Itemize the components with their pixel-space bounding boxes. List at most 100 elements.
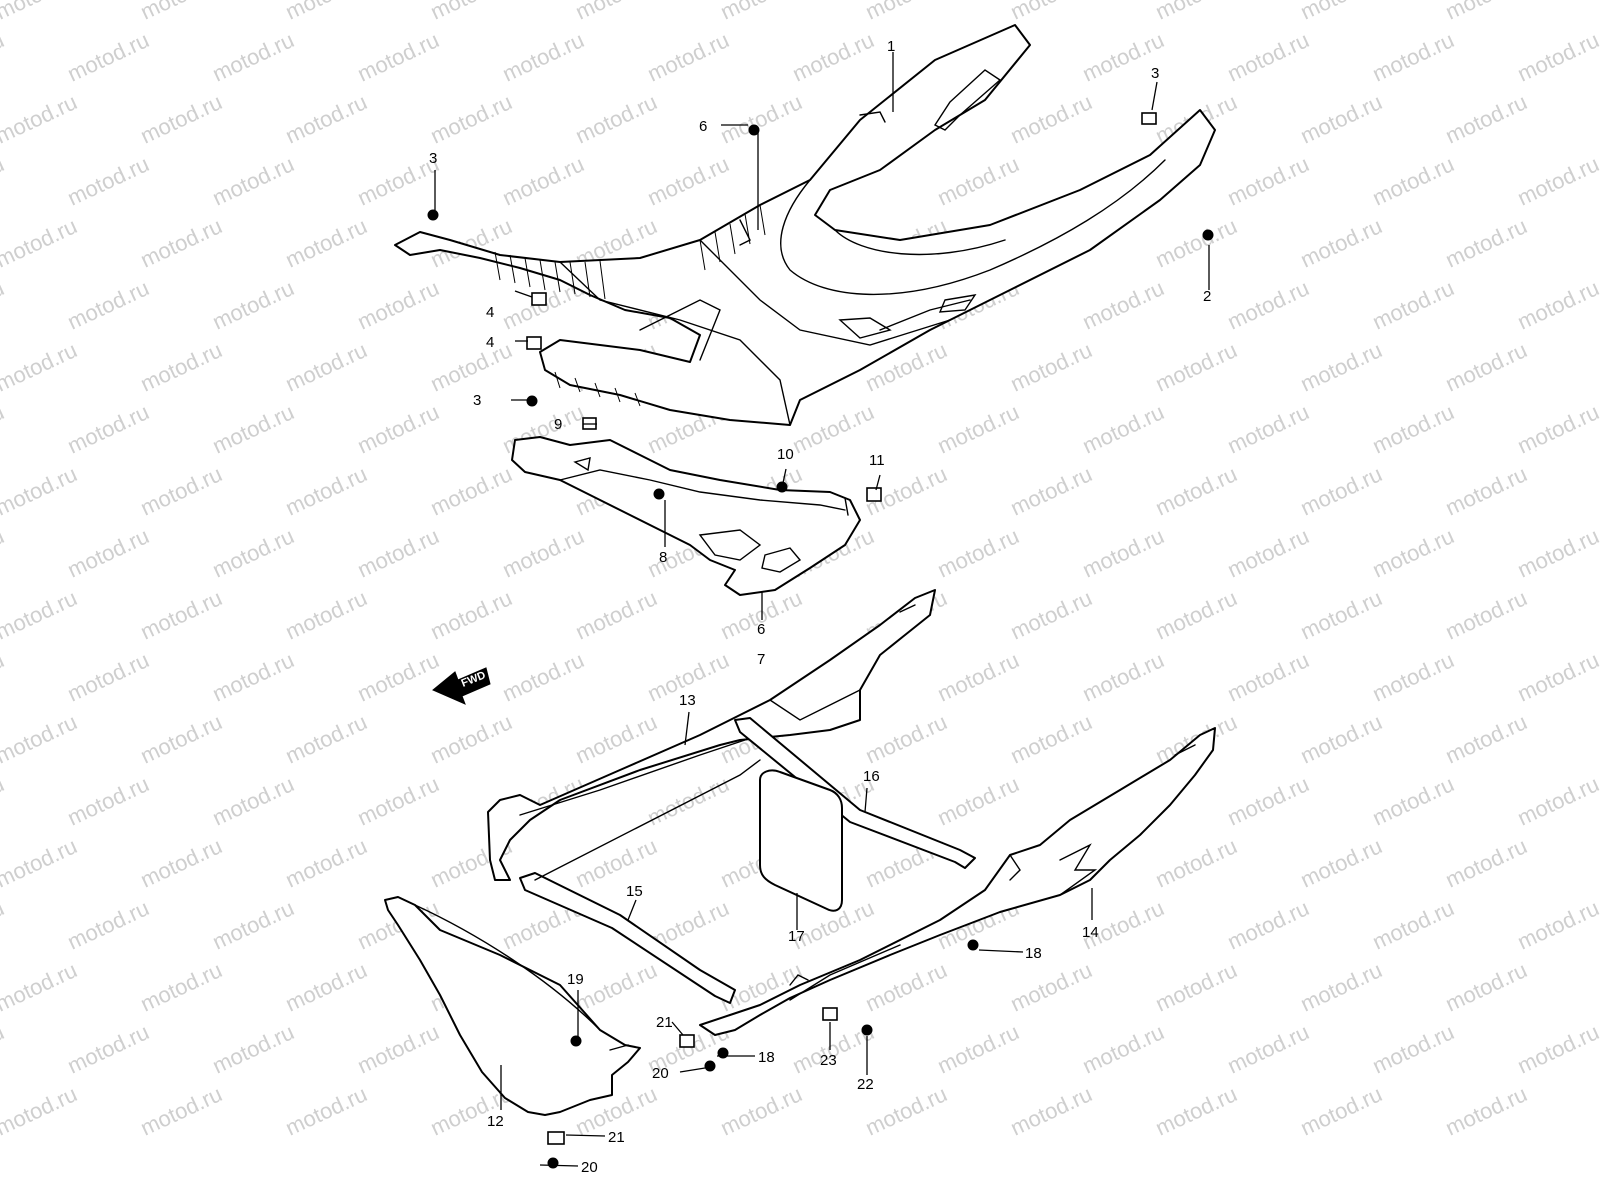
watermark-text: motod.ru	[1369, 771, 1458, 830]
callout-part-3: 3	[429, 150, 437, 167]
watermark-text: motod.ru	[1224, 27, 1313, 86]
watermark-text: motod.ru	[1442, 337, 1531, 396]
callout-part-21: 21	[608, 1129, 625, 1146]
callout-part-8: 8	[659, 549, 667, 566]
watermark-text: motod.ru	[1514, 895, 1600, 954]
watermark-text: motod.ru	[0, 461, 81, 520]
watermark-text: motod.ru	[209, 895, 298, 954]
watermark-text: motod.ru	[1152, 337, 1241, 396]
forward-arrow: FWD	[432, 667, 491, 705]
callout-part-2: 2	[1203, 288, 1211, 305]
watermark-text: motod.ru	[0, 647, 8, 706]
watermark-text: motod.ru	[572, 833, 661, 892]
watermark-text: motod.ru	[427, 0, 516, 25]
watermark-text: motod.ru	[0, 771, 8, 830]
watermark-text: motod.ru	[0, 337, 81, 396]
watermark-text: motod.ru	[1369, 1019, 1458, 1078]
watermark-text: motod.ru	[1224, 771, 1313, 830]
watermark-text: motod.ru	[862, 957, 951, 1016]
watermark-text: motod.ru	[1514, 27, 1600, 86]
watermark-text: motod.ru	[1297, 89, 1386, 148]
watermark-text: motod.ru	[0, 213, 81, 272]
screw-icon	[547, 1157, 559, 1169]
watermark-text: motod.ru	[789, 27, 878, 86]
watermark-text: motod.ru	[1152, 461, 1241, 520]
watermark-text: motod.ru	[64, 275, 153, 334]
watermark-text: motod.ru	[862, 1081, 951, 1140]
watermark-text: motod.ru	[1007, 1081, 1096, 1140]
screw-icon	[526, 395, 538, 407]
watermark-text: motod.ru	[137, 213, 226, 272]
watermark-text: motod.ru	[1079, 275, 1168, 334]
watermark-text: motod.ru	[644, 151, 733, 210]
watermark-text: motod.ru	[1152, 957, 1241, 1016]
pad-part-17	[759, 769, 843, 912]
watermark-text: motod.ru	[1079, 399, 1168, 458]
callout-part-10: 10	[777, 446, 794, 463]
screw-icon	[1202, 229, 1214, 241]
watermark-text: motod.ru	[1079, 1019, 1168, 1078]
watermark-text: motod.ru	[64, 647, 153, 706]
watermark-text: motod.ru	[1297, 833, 1386, 892]
watermark-text: motod.ru	[354, 771, 443, 830]
watermark-text: motod.ru	[282, 1081, 371, 1140]
watermark-text: motod.ru	[644, 27, 733, 86]
watermark-text: motod.ru	[1442, 1081, 1531, 1140]
watermark-text: motod.ru	[0, 1019, 8, 1078]
watermark-text: motod.ru	[209, 523, 298, 582]
callout-part-22: 22	[857, 1076, 874, 1093]
watermark-text: motod.ru	[209, 771, 298, 830]
watermark-text: motod.ru	[1297, 461, 1386, 520]
watermark-text: motod.ru	[0, 957, 81, 1016]
callout-part-16: 16	[863, 768, 880, 785]
watermark-text: motod.ru	[0, 585, 81, 644]
watermark-text: motod.ru	[282, 89, 371, 148]
watermark-text: motod.ru	[282, 585, 371, 644]
watermark-text: motod.ru	[789, 399, 878, 458]
watermark-text: motod.ru	[0, 89, 81, 148]
floor-cover-part-1	[394, 24, 1216, 426]
watermark-text: motod.ru	[64, 27, 153, 86]
watermark-text: motod.ru	[1007, 709, 1096, 768]
watermark-text: motod.ru	[1152, 1081, 1241, 1140]
watermark-text: motod.ru	[427, 461, 516, 520]
watermark-text: motod.ru	[0, 0, 81, 25]
watermark-text: motod.ru	[572, 0, 661, 25]
watermark-text: motod.ru	[1442, 957, 1531, 1016]
watermark-text: motod.ru	[1007, 585, 1096, 644]
watermark-text: motod.ru	[0, 523, 8, 582]
watermark-text: motod.ru	[354, 523, 443, 582]
watermark-text: motod.ru	[1007, 0, 1096, 25]
callout-part-9: 9	[554, 416, 562, 433]
watermark-text: motod.ru	[1369, 647, 1458, 706]
watermark-text: motod.ru	[1369, 399, 1458, 458]
callout-part-4: 4	[486, 304, 494, 321]
watermark-text: motod.ru	[282, 0, 371, 25]
watermark-text: motod.ru	[64, 1019, 153, 1078]
watermark-text: motod.ru	[282, 213, 371, 272]
watermark-text: motod.ru	[1369, 151, 1458, 210]
callout-part-20: 20	[652, 1065, 669, 1082]
screw-icon	[776, 481, 788, 493]
watermark-text: motod.ru	[1442, 585, 1531, 644]
watermark-text: motod.ru	[1297, 337, 1386, 396]
callout-part-14: 14	[1082, 924, 1099, 941]
watermark-text: motod.ru	[427, 89, 516, 148]
callout-part-21: 21	[656, 1014, 673, 1031]
watermark-text: motod.ru	[354, 27, 443, 86]
callout-part-23: 23	[820, 1052, 837, 1069]
watermark-text: motod.ru	[0, 833, 81, 892]
callout-part-3: 3	[473, 392, 481, 409]
watermark-text: motod.ru	[1442, 833, 1531, 892]
watermark-text: motod.ru	[137, 585, 226, 644]
watermark-text: motod.ru	[209, 275, 298, 334]
watermark-text: motod.ru	[572, 89, 661, 148]
watermark-text: motod.ru	[427, 337, 516, 396]
callout-part-3: 3	[1151, 65, 1159, 82]
watermark-text: motod.ru	[1442, 89, 1531, 148]
clip-nut-icon	[822, 1007, 838, 1021]
watermark-text: motod.ru	[282, 461, 371, 520]
watermark-text: motod.ru	[572, 957, 661, 1016]
watermark-text: motod.ru	[1224, 647, 1313, 706]
